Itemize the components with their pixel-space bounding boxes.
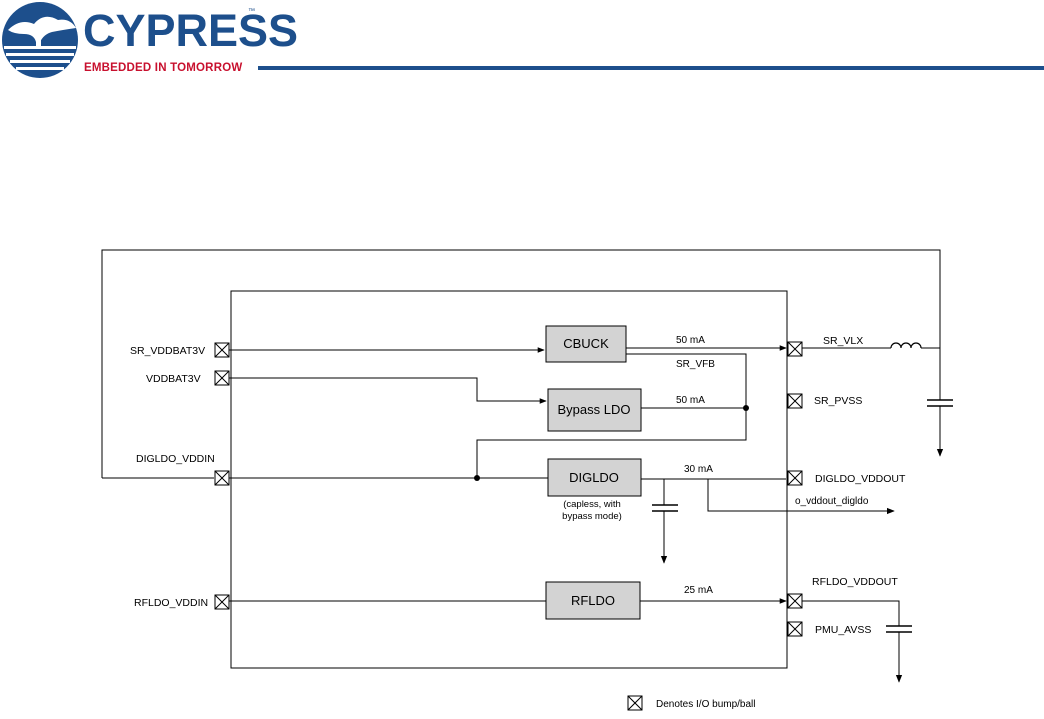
cbuck-label: CBUCK <box>563 336 609 351</box>
pin-label-sr-vddbat3v: SR_VDDBAT3V <box>130 345 205 357</box>
label-cbuck-current: 50 mA <box>676 335 705 346</box>
legend-text: Denotes I/O bump/ball <box>656 699 756 710</box>
rfldo-label: RFLDO <box>571 593 615 608</box>
cbuck-block: CBUCK <box>546 326 626 362</box>
pin-label-sr-pvss: SR_PVSS <box>814 395 862 407</box>
pin-rfldo-vddout <box>788 594 802 608</box>
bypass-ldo-block: Bypass LDO <box>548 389 641 431</box>
label-rfldo-current: 25 mA <box>684 585 713 596</box>
junction-dot-vfb <box>743 405 749 411</box>
wire-vddbat3v-to-bypass-ldo <box>229 378 546 401</box>
wire-rfldo-vddout-external <box>802 601 899 626</box>
digldo-label: DIGLDO <box>569 470 619 485</box>
pin-label-sr-vlx: SR_VLX <box>823 335 863 347</box>
pin-rfldo-vddin <box>215 595 229 609</box>
pin-sr-vddbat3v <box>215 343 229 357</box>
pin-label-rfldo-vddout: RFLDO_VDDOUT <box>812 576 898 588</box>
pin-label-digldo-vddin: DIGLDO_VDDIN <box>136 453 215 465</box>
inductor-icon <box>891 343 921 348</box>
bypass-ldo-label: Bypass LDO <box>558 402 631 417</box>
digldo-note-line-1: (capless, with <box>563 499 621 510</box>
pin-sr-vlx <box>788 342 802 356</box>
pin-pmu-avss <box>788 622 802 636</box>
outer-feedback-wire <box>102 250 940 478</box>
pin-vddbat3v <box>215 371 229 385</box>
pin-label-vddbat3v: VDDBAT3V <box>146 373 201 385</box>
junction-dot-digldo-in <box>474 475 480 481</box>
pin-label-pmu-avss: PMU_AVSS <box>815 624 871 636</box>
pin-digldo-vddout <box>788 471 802 485</box>
label-digldo-current: 30 mA <box>684 464 713 475</box>
label-sr-vfb: SR_VFB <box>676 359 715 370</box>
pin-label-digldo-vddout: DIGLDO_VDDOUT <box>815 473 906 485</box>
legend-bump-icon <box>628 696 642 710</box>
pin-sr-pvss <box>788 394 802 408</box>
label-o-vddout-digldo: o_vddout_digldo <box>795 496 869 507</box>
label-bypass-current: 50 mA <box>676 395 705 406</box>
pin-digldo-vddin <box>215 471 229 485</box>
rfldo-block: RFLDO <box>546 582 640 619</box>
pin-label-rfldo-vddin: RFLDO_VDDIN <box>134 597 208 609</box>
digldo-note-line-2: bypass mode) <box>562 511 622 522</box>
digldo-block: DIGLDO <box>548 459 641 496</box>
